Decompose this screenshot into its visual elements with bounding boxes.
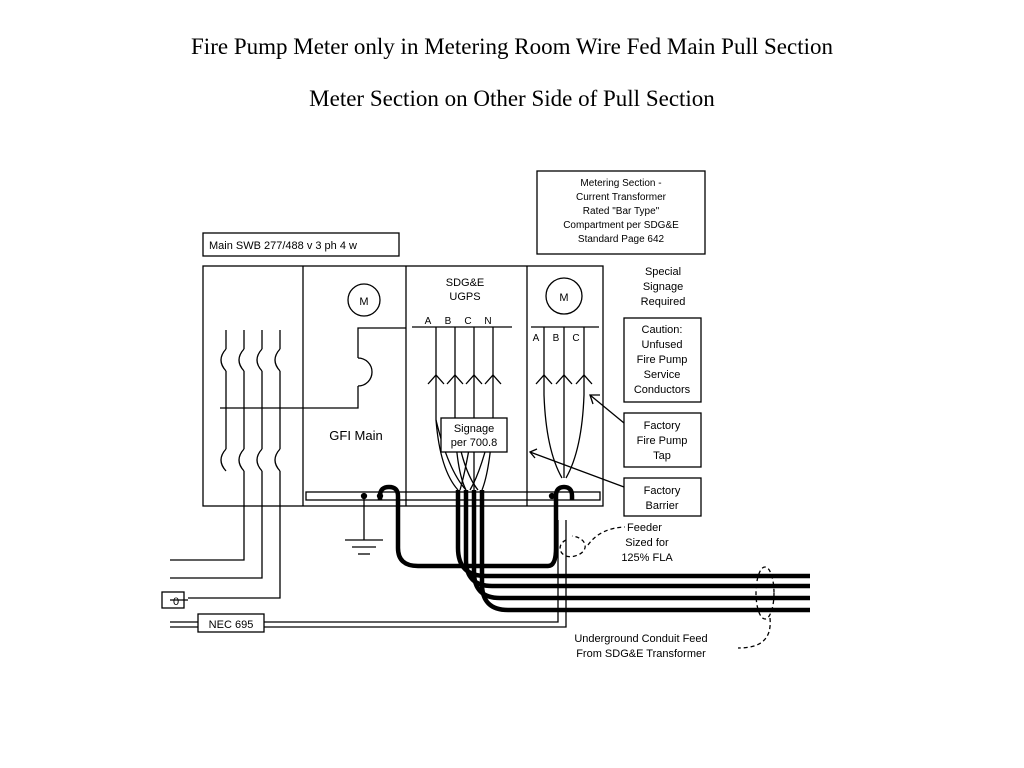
metering-note-line: Current Transformer: [576, 192, 667, 203]
signage-box: [440, 417, 508, 453]
feeder-note-line: Sized for: [625, 537, 669, 549]
signage-line: Signage: [454, 423, 494, 435]
service-conductors: [377, 484, 810, 613]
nec-695-label: NEC 695: [209, 619, 254, 631]
branch-feeders: [161, 471, 567, 633]
conduit-callout: [755, 566, 775, 620]
nec-695-label-box: [197, 613, 265, 633]
left-cut-label: 0: [173, 596, 179, 608]
factory-tap-line: Factory: [644, 420, 681, 432]
signage-line: per 700.8: [451, 437, 497, 449]
special-signage-line: Special: [645, 266, 681, 278]
caution-line: Unfused: [642, 339, 683, 351]
ugps-conductors: [427, 327, 502, 491]
breaker-symbols: [220, 330, 281, 472]
main-swb-label-box: [202, 232, 400, 257]
factory-barrier-bar: [305, 491, 601, 501]
main-swb-label: Main SWB 277/488 v 3 ph 4 w: [209, 240, 357, 252]
feeder-note-line: Feeder: [627, 522, 662, 534]
slide-title-line-1: Fire Pump Meter only in Metering Room Wi…: [191, 34, 833, 59]
caution-line: Caution:: [642, 324, 683, 336]
fire-pump-conductors: [535, 327, 593, 479]
factory-tap-line: Fire Pump: [637, 435, 688, 447]
metering-note-line: Compartment per SDG&E: [563, 220, 679, 231]
meter-label-right: M: [559, 292, 568, 304]
factory-barrier-line: Barrier: [645, 500, 678, 512]
special-signage-line: Required: [641, 296, 686, 308]
phase-label-b: B: [445, 316, 452, 327]
caution-line: Service: [644, 369, 681, 381]
caution-line: Fire Pump: [637, 354, 688, 366]
gfi-main-label: GFI Main: [329, 428, 382, 443]
metering-note-line: Standard Page 642: [578, 234, 665, 245]
factory-barrier-box: [623, 477, 702, 517]
meter-label-left: M: [359, 296, 368, 308]
meter-symbol-right: [545, 277, 583, 315]
factory-fire-pump-tap-box: [623, 412, 702, 468]
meter-symbol-left: [347, 283, 381, 317]
metering-note-box: [536, 170, 706, 255]
phase-label-n: N: [484, 316, 491, 327]
phase-label-a: A: [425, 316, 432, 327]
metering-note-line: Metering Section -: [580, 178, 661, 189]
ugps-label-line: UGPS: [449, 291, 480, 303]
underground-note-line: Underground Conduit Feed: [574, 633, 707, 645]
phase-label-c: C: [464, 316, 471, 327]
fire-pump-phase-c: C: [572, 333, 579, 344]
feeder-note-line: 125% FLA: [621, 552, 673, 564]
switchboard-enclosure: [202, 265, 604, 507]
ground-symbol: [345, 496, 383, 555]
ugps-label-line: SDG&E: [446, 277, 485, 289]
factory-tap-line: Tap: [653, 450, 671, 462]
factory-barrier-line: Factory: [644, 485, 681, 497]
underground-note-line: From SDG&E Transformer: [576, 648, 706, 660]
fire-pump-phase-b: B: [553, 333, 560, 344]
leader-lines: [528, 394, 625, 488]
metering-note-line: Rated "Bar Type": [583, 206, 660, 217]
slide-title-line-2: Meter Section on Other Side of Pull Sect…: [309, 86, 715, 111]
feeder-callout: [559, 535, 586, 558]
fire-pump-phase-a: A: [533, 333, 540, 344]
caution-line: Conductors: [634, 384, 691, 396]
gfi-main-wiring: [357, 327, 406, 358]
special-signage-line: Signage: [643, 281, 683, 293]
caution-box: [623, 317, 702, 403]
